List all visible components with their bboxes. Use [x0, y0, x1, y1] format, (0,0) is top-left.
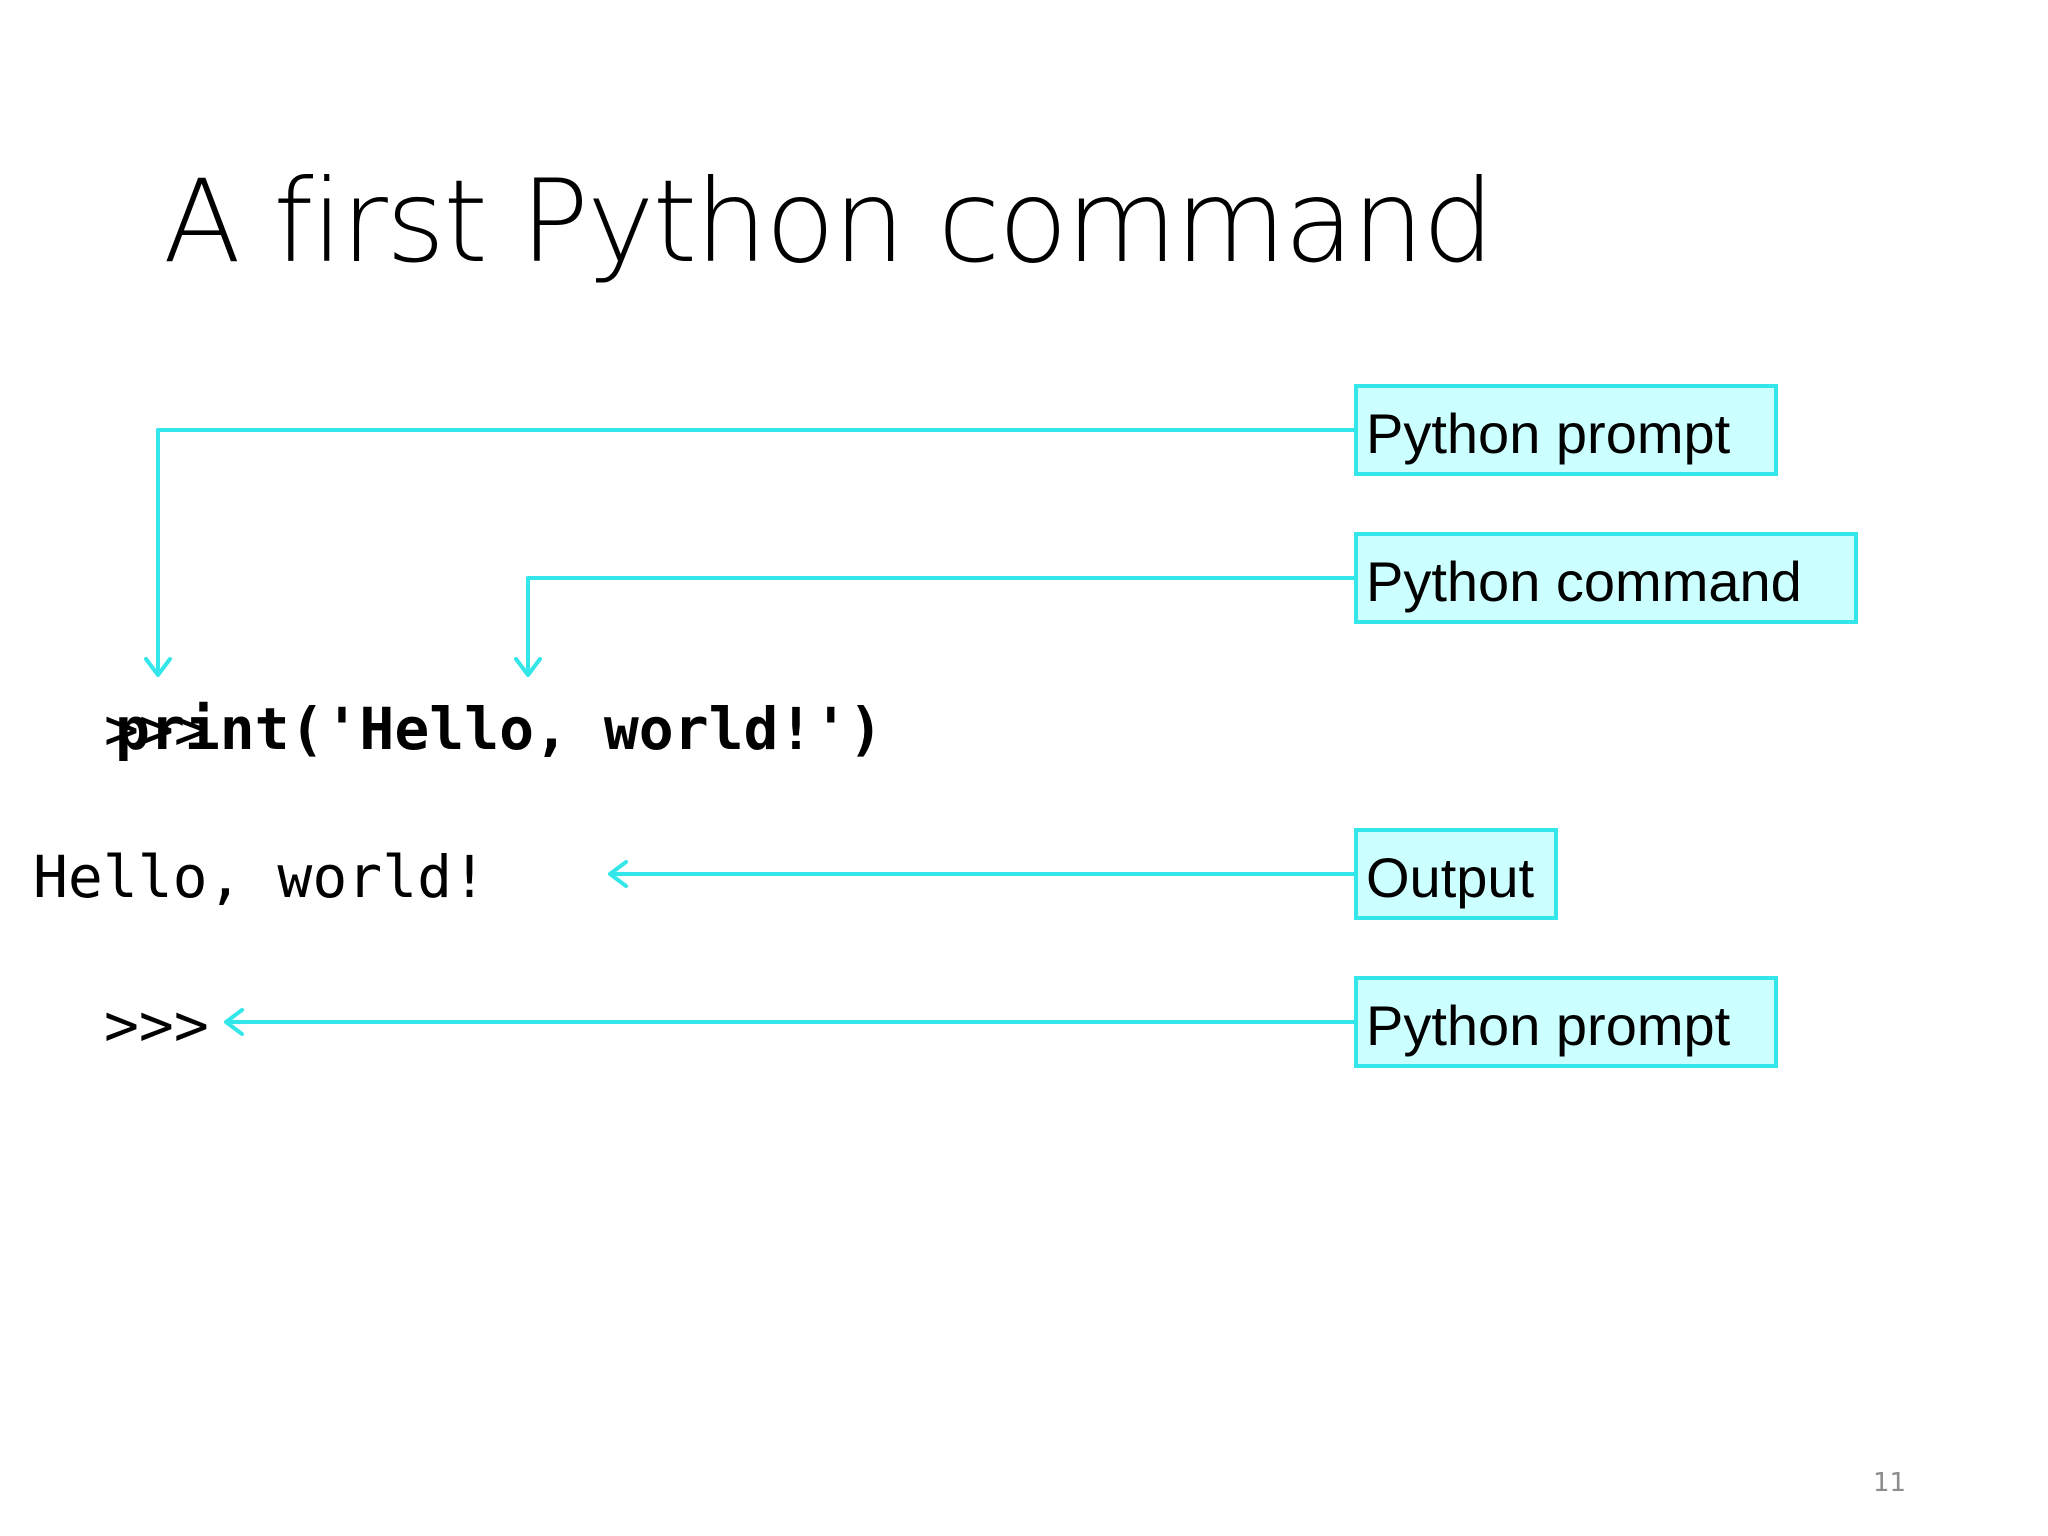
slide-title: A first Python command	[163, 155, 1495, 288]
python-output: Hello, world!	[33, 843, 487, 911]
python-prompt-label-bottom: Python prompt	[1354, 976, 1778, 1068]
prompt-arrow-bottom	[224, 1008, 1356, 1036]
python-prompt-label-top: Python prompt	[1354, 384, 1778, 476]
python-prompt-top: >>>	[104, 695, 209, 763]
page-number: 11	[1873, 1468, 1907, 1498]
python-command-label: Python command	[1354, 532, 1858, 624]
python-command: print('Hello, world!')	[115, 695, 884, 763]
output-label: Output	[1354, 828, 1558, 920]
python-prompt-bottom: >>>	[104, 991, 209, 1059]
prompt-arrow-top	[144, 428, 1356, 677]
output-arrow	[608, 860, 1356, 888]
command-arrow	[514, 576, 1356, 677]
